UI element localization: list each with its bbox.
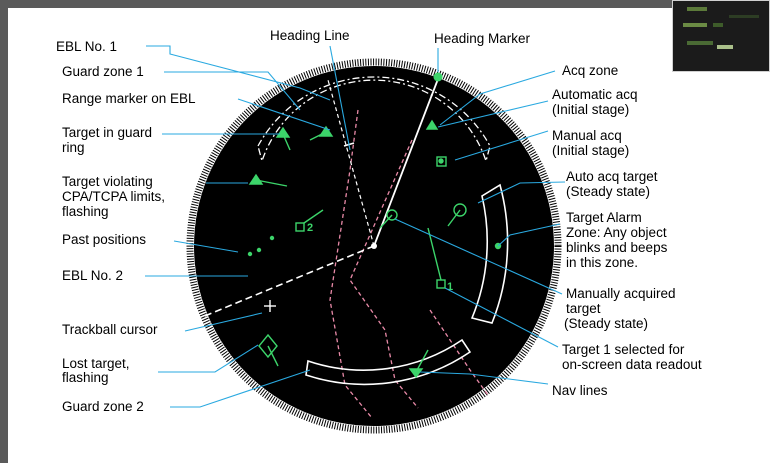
auto-acq-target-steady <box>386 209 398 221</box>
radar-thumbnail <box>672 0 770 72</box>
auto-acq-target-circle <box>453 203 467 217</box>
past-positions <box>247 235 275 257</box>
label-past-positions: Past positions <box>62 232 146 247</box>
target-violating-vector <box>255 179 288 187</box>
target-in-guard-ring <box>275 126 291 138</box>
label-alarm-zone-1: Target Alarm <box>566 210 642 225</box>
label-alarm-zone-3: blinks and beeps <box>566 240 668 255</box>
heading-marker <box>433 72 443 82</box>
target-guard-2-vector <box>309 131 327 141</box>
automatic-acq-initial <box>425 119 439 130</box>
label-manual-acq-1: Manual acq <box>552 128 622 143</box>
ebl-2 <box>199 245 375 319</box>
nav-lines <box>329 109 489 419</box>
radar-targets <box>248 119 502 379</box>
manual-acq-initial <box>436 156 447 167</box>
label-auto-acq-target-1: Auto acq target <box>566 169 658 184</box>
heading-line <box>373 78 439 247</box>
label-range-marker: Range marker on EBL <box>62 91 196 106</box>
guard-zone-2 <box>305 338 472 386</box>
label-ebl-2: EBL No. 2 <box>62 268 123 283</box>
own-ship <box>371 243 377 249</box>
ebl-1 <box>327 79 375 247</box>
label-target-violating-2: CPA/TCPA limits, <box>62 189 165 204</box>
label-target1-selected-2: on-screen data readout <box>562 357 702 372</box>
guard-zone-1 <box>257 76 491 164</box>
thumbnail-graphic <box>683 7 759 49</box>
label-auto-acq-target-2: (Steady state) <box>566 184 650 199</box>
label-guard-zone-2: Guard zone 2 <box>62 399 144 414</box>
label-guard-zone-1: Guard zone 1 <box>62 64 144 79</box>
trackball-cursor <box>264 300 276 312</box>
label-target-violating-1: Target violating <box>62 174 153 189</box>
guard-zone-2-target <box>408 368 424 379</box>
label-target-guard-ring-2: ring <box>62 140 85 155</box>
label-target-violating-3: flashing <box>62 204 109 219</box>
label-auto-acq-1: Automatic acq <box>552 87 638 102</box>
lost-target <box>258 333 278 359</box>
target-2-label: 2 <box>307 222 313 234</box>
label-manually-acquired-1: Manually acquired <box>566 286 676 301</box>
label-ebl-1: EBL No. 1 <box>56 39 117 54</box>
label-acq-zone: Acq zone <box>562 63 618 78</box>
target-1-vector <box>427 227 442 281</box>
label-target-guard-ring-1: Target in guard <box>62 125 152 140</box>
label-auto-acq-2: (Initial stage) <box>552 102 629 117</box>
bearing-scale-ring <box>186 58 562 434</box>
label-target1-selected-1: Target 1 selected for <box>562 342 685 357</box>
label-lost-target-2: flashing <box>62 370 109 385</box>
target-violating-cpa <box>248 173 264 185</box>
label-heading-marker: Heading Marker <box>434 31 531 46</box>
label-heading-line: Heading Line <box>270 28 350 43</box>
target-1-label: 1 <box>447 281 453 293</box>
label-manually-acquired-3: (Steady state) <box>564 316 648 331</box>
leader-lines <box>145 45 566 408</box>
target-in-guard-ring-vector <box>282 133 291 151</box>
label-manual-acq-2: (Initial stage) <box>552 143 629 158</box>
target-alarm-zone <box>470 183 509 324</box>
label-trackball: Trackball cursor <box>62 322 158 337</box>
label-alarm-zone-2: Zone: Any object <box>566 225 667 240</box>
label-nav-lines: Nav lines <box>552 383 608 398</box>
label-alarm-zone-4: in this zone. <box>566 255 638 270</box>
label-lost-target-1: Lost target, <box>62 356 130 371</box>
target-2-marker <box>295 222 305 232</box>
label-manually-acquired-2: target <box>566 301 601 316</box>
nav-line-3 <box>429 309 489 396</box>
nav-line-1 <box>329 109 373 419</box>
